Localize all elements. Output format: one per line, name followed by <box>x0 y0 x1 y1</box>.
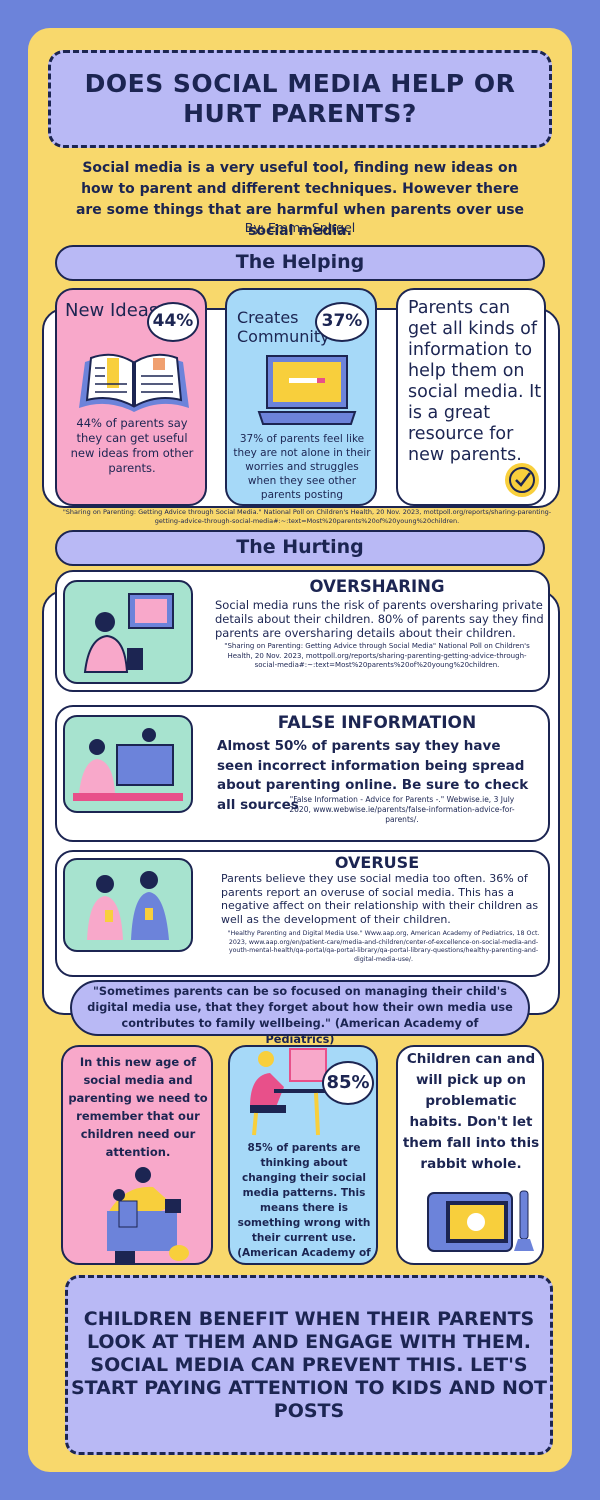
drawing-tablet-icon <box>427 1190 534 1252</box>
oversharing-section: OVERSHARING Social media runs the risk o… <box>55 570 550 692</box>
book-icon <box>79 353 189 412</box>
conclusion-banner: CHILDREN BENEFIT WHEN THEIR PARENTS LOOK… <box>65 1275 553 1455</box>
card-title: New Ideas <box>65 300 159 321</box>
oversharing-illustration <box>63 580 193 684</box>
check-badge-icon <box>505 463 539 497</box>
section-text: Social media runs the risk of parents ov… <box>215 598 544 640</box>
section-title: OVERSHARING <box>309 577 445 596</box>
helping-heading: The Helping <box>55 245 545 281</box>
overuse-illustration <box>63 858 193 952</box>
new-ideas-card: New Ideas 44% 44% of parents say they ca… <box>55 288 207 506</box>
section-citation: "Sharing on Parenting: Getting Advice th… <box>224 642 530 669</box>
section-text: Almost 50% of parents say they have seen… <box>217 738 529 813</box>
byline: By: Emma Spirgel <box>244 220 356 235</box>
percent-badge: 44% <box>147 302 199 342</box>
section-title: FALSE INFORMATION <box>277 713 477 733</box>
helping-citation: "Sharing on Parenting: Getting Advice th… <box>62 508 552 525</box>
hurting-heading: The Hurting <box>55 530 545 566</box>
creates-community-card: Creates Community 37% 37% of parents fee… <box>225 288 377 506</box>
card-text: Parents can get all kinds of information… <box>408 298 542 465</box>
percent-badge: 85% <box>322 1061 374 1105</box>
changing-patterns-card: 85% 85% of parents are thinking about ch… <box>228 1045 378 1265</box>
section-citation: "Healthy Parenting and Digital Media Use… <box>227 930 540 963</box>
aap-quote: "Sometimes parents can be so focused on … <box>70 980 530 1046</box>
attention-card: In this new age of social media and pare… <box>61 1045 213 1265</box>
overuse-section: OVERUSE Parents believe they use social … <box>55 850 550 977</box>
card-text: 85% of parents are thinking about changi… <box>237 1142 371 1263</box>
people-computer-icon <box>73 728 183 801</box>
parent-computer-icon <box>250 1048 328 1136</box>
section-citation: "False Information - Advice for Parents … <box>289 795 515 824</box>
section-text: Parents believe they use social media to… <box>221 872 539 926</box>
laptop-icon <box>257 355 357 425</box>
card-text: In this new age of social media and pare… <box>68 1055 208 1159</box>
page-title: DOES SOCIAL MEDIA HELP OR HURT PARENTS? <box>48 50 552 148</box>
card-text: 37% of parents feel like they are not al… <box>233 433 371 501</box>
family-phones-icon <box>87 871 169 940</box>
family-cooking-icon <box>107 1167 189 1263</box>
habits-card: Children can and will pick up on problem… <box>396 1045 544 1265</box>
card-text: 44% of parents say they can get useful n… <box>70 416 194 475</box>
intro-text: Social media is a very useful tool, find… <box>75 160 525 239</box>
card-title: Creates Community <box>237 308 330 346</box>
card-text: Children can and will pick up on problem… <box>402 1051 540 1172</box>
false-info-illustration <box>63 715 193 813</box>
parent-phone-icon <box>83 593 174 673</box>
false-information-section: FALSE INFORMATION Almost 50% of parents … <box>55 705 550 842</box>
percent-badge: 37% <box>315 302 369 342</box>
information-card: Parents can get all kinds of information… <box>396 288 546 506</box>
section-title: OVERUSE <box>334 853 420 872</box>
